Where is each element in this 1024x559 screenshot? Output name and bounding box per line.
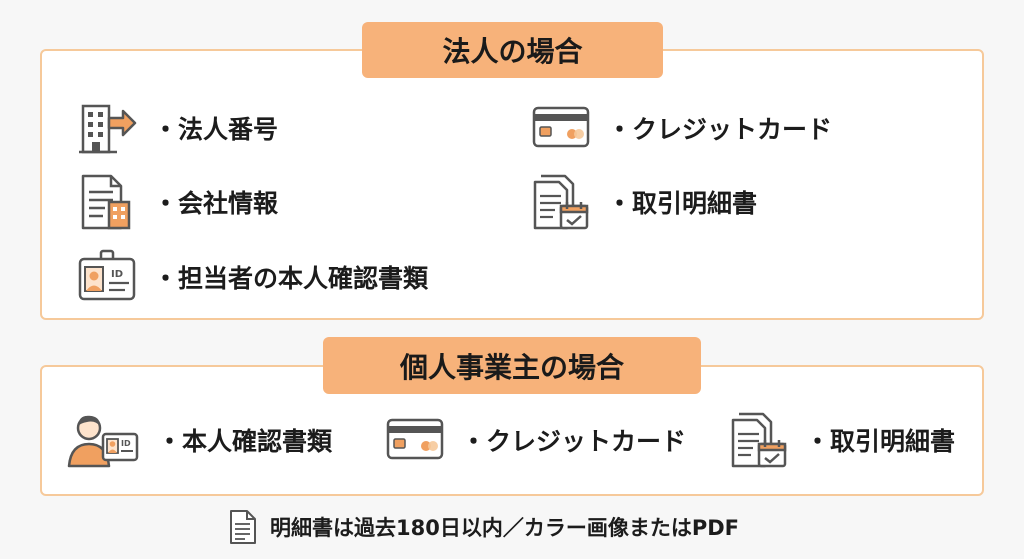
individual-item-label: クレジットカード [461,422,686,458]
corporate-item-label: 担当者の本人確認書類 [153,259,428,295]
corporate-item-company-info: 会社情報 [77,172,278,232]
document-icon [228,509,258,545]
corporate-item-label: 取引明細書 [607,184,757,220]
individual-item-label: 取引明細書 [805,422,955,458]
individual-item-id: ID 本人確認書類 [67,410,332,470]
statement-calendar-icon [531,172,591,232]
corporate-item-label: 法人番号 [153,110,278,146]
corporate-title: 法人の場合 [362,22,663,78]
corporate-item-credit-card: クレジットカード [531,98,832,158]
corporate-item-staff-id: ID 担当者の本人確認書類 [77,247,428,307]
corporate-item-label: クレジットカード [607,110,832,146]
individual-title: 個人事業主の場合 [323,337,701,394]
credit-card-icon [531,98,591,158]
individual-item-label: 本人確認書類 [157,422,332,458]
id-card-icon: ID [77,247,137,307]
corporate-item-label: 会社情報 [153,184,278,220]
individual-item-statement: 取引明細書 [729,410,955,470]
corporate-item-houjin-bangou: 法人番号 [77,98,278,158]
building-arrow-icon [77,98,137,158]
svg-text:ID: ID [111,269,123,280]
footnote-text: 明細書は過去180日以内／カラー画像またはPDF [270,516,740,540]
corporate-item-statement: 取引明細書 [531,172,757,232]
company-document-icon [77,172,137,232]
footnote: 明細書は過去180日以内／カラー画像またはPDF [228,507,739,547]
statement-calendar-icon [729,410,789,470]
person-id-icon: ID [67,410,141,470]
credit-card-icon [385,410,445,470]
svg-text:ID: ID [121,439,131,448]
individual-item-credit-card: クレジットカード [385,410,686,470]
